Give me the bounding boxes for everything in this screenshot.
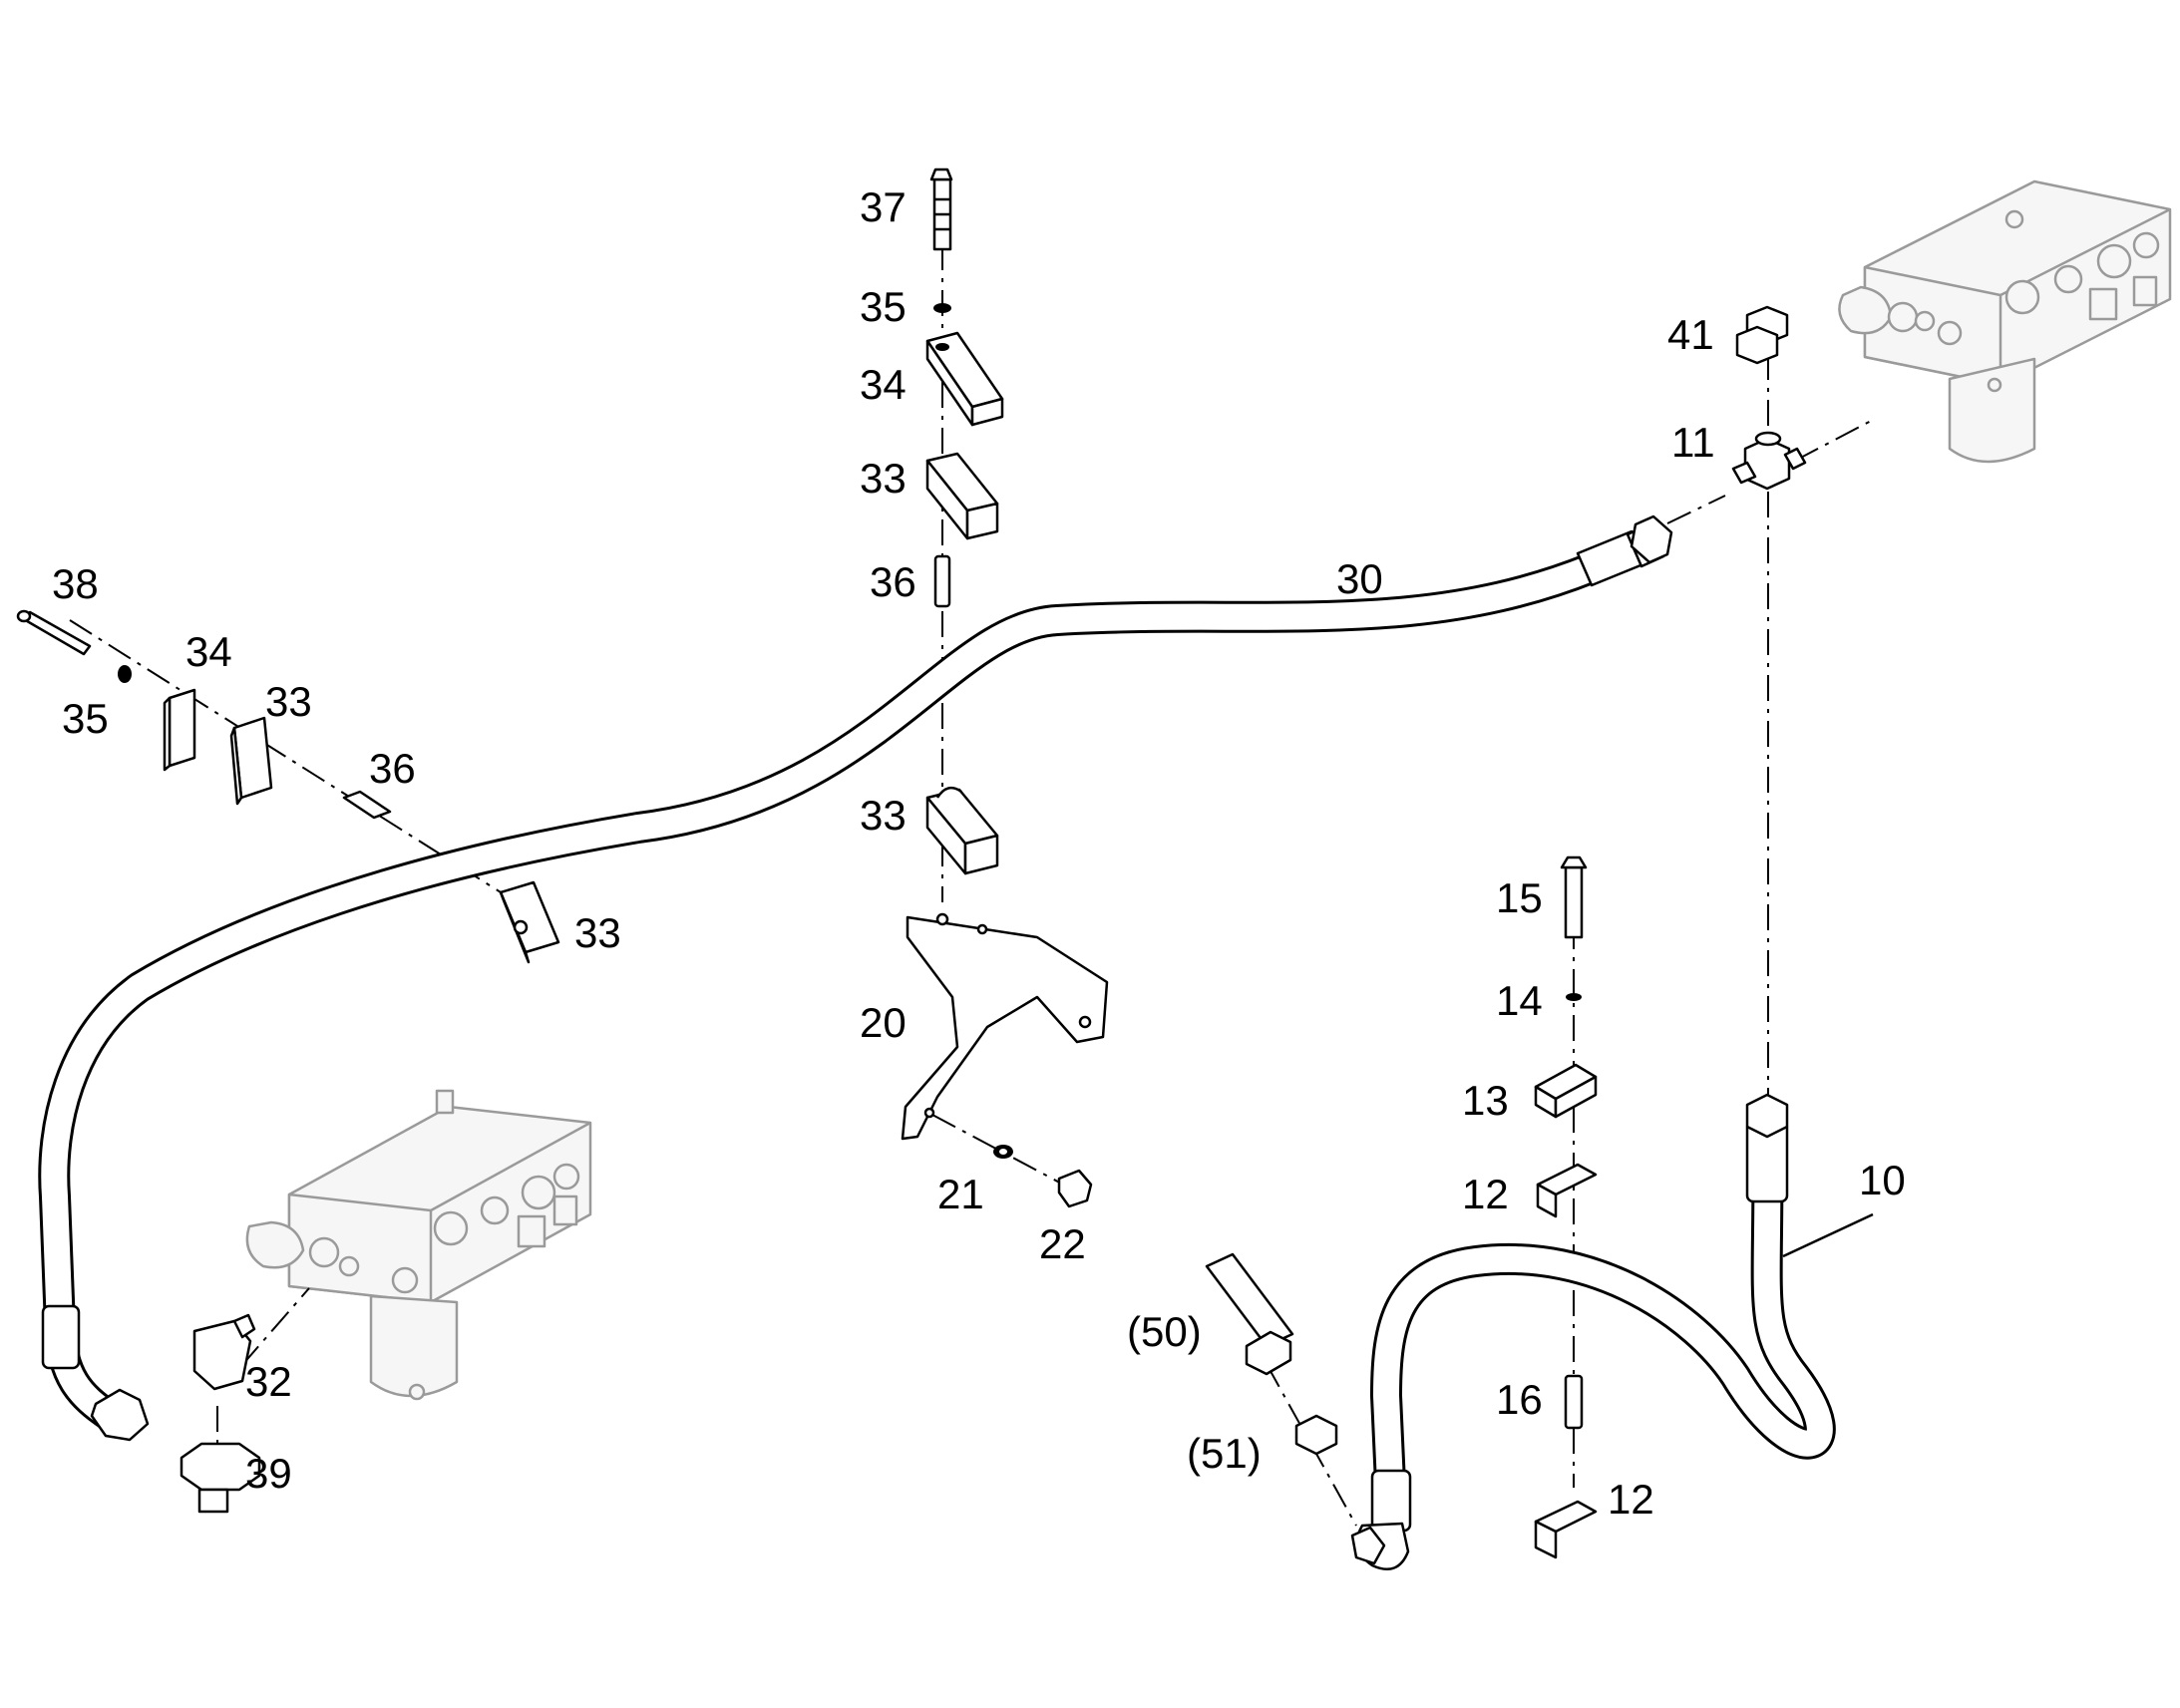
- fittings-11-41: [1731, 305, 1807, 491]
- label-50: (50): [1127, 1308, 1202, 1355]
- leader-lines: [1782, 1212, 1874, 1258]
- label-35-top: 35: [860, 283, 907, 330]
- label-10: 10: [1859, 1157, 1906, 1203]
- label-34-top: 34: [860, 361, 907, 408]
- label-32: 32: [245, 1358, 292, 1405]
- label-20: 20: [860, 999, 907, 1046]
- label-34-left: 34: [185, 628, 232, 675]
- label-15: 15: [1496, 874, 1543, 921]
- label-33-top: 33: [860, 455, 907, 502]
- label-12-lower: 12: [1608, 1476, 1654, 1523]
- valve-block-upper-right: [1838, 179, 2172, 464]
- clamp-33-center-lower: [925, 786, 999, 875]
- fittings-32-39: [180, 1313, 261, 1514]
- label-12-upper: 12: [1462, 1171, 1509, 1217]
- label-11: 11: [1671, 419, 1715, 466]
- label-22: 22: [1039, 1220, 1086, 1267]
- clamp-stack-left: [16, 609, 392, 820]
- label-39: 39: [245, 1450, 292, 1497]
- label-14: 14: [1496, 977, 1543, 1024]
- part-labels: 37 35 34 33 36 30 38 34 35 33 36 33 33 2…: [52, 183, 1906, 1523]
- label-13: 13: [1462, 1077, 1509, 1124]
- label-33-center-lower: 33: [860, 792, 907, 839]
- label-37: 37: [860, 183, 907, 230]
- clamp-33-left-lower: [499, 880, 560, 964]
- parts-50-51: [1205, 1252, 1338, 1456]
- hose-30: [38, 514, 1673, 1442]
- label-33-left: 33: [265, 678, 312, 725]
- label-36-left: 36: [369, 745, 416, 792]
- label-30: 30: [1336, 555, 1383, 602]
- label-33-left-lower: 33: [574, 909, 621, 956]
- label-35-left: 35: [62, 695, 109, 742]
- hose-10: [1350, 1093, 1836, 1570]
- label-21: 21: [937, 1171, 984, 1217]
- bracket-20: [901, 912, 1109, 1208]
- clamp-stack-right: [1534, 855, 1598, 1559]
- clamp-stack-top: [925, 168, 1004, 608]
- label-36-top: 36: [870, 558, 916, 605]
- label-16: 16: [1496, 1376, 1543, 1423]
- label-51: (51): [1187, 1430, 1262, 1477]
- label-41: 41: [1667, 311, 1714, 358]
- label-38: 38: [52, 560, 99, 607]
- valve-block-lower-left: [245, 1089, 592, 1401]
